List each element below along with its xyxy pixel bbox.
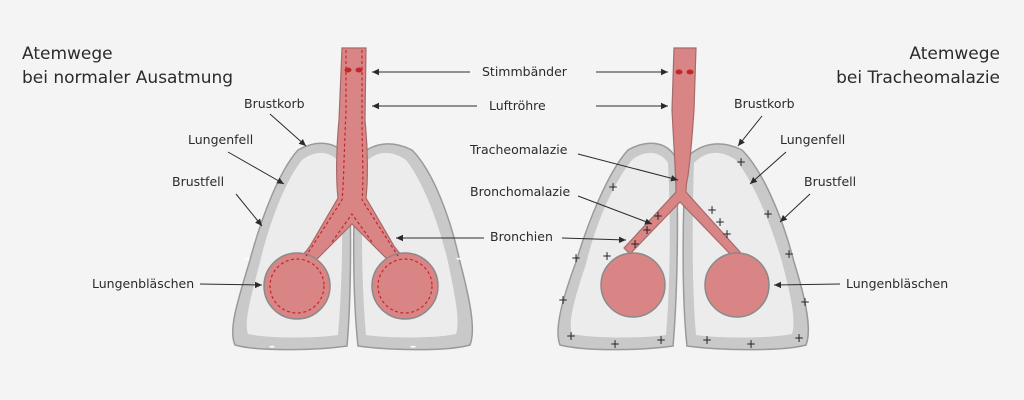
- tracheomalacia-airway-group: + + + + + + + + + + + + + + + + + + + +: [557, 47, 810, 351]
- tm-trachea: [623, 47, 741, 259]
- arrow-tracheomalazie: [577, 153, 679, 182]
- label-brustkorb-right: Brustkorb: [734, 96, 795, 111]
- minus-sign: –: [410, 339, 416, 353]
- title-normal-exhalation: Atemwege bei normaler Ausatmung: [22, 42, 233, 90]
- plus-sign: +: [702, 333, 712, 347]
- normal-airway-group: – – – –: [231, 47, 474, 353]
- right-side-labels: Brustkorb Lungenfell Brustfell Lungenblä…: [734, 96, 948, 291]
- arrow-brustfell-right: [779, 193, 811, 223]
- label-brustkorb-left: Brustkorb: [244, 96, 305, 111]
- plus-sign: +: [722, 227, 732, 241]
- label-lungenfell-right: Lungenfell: [780, 132, 845, 147]
- plus-sign: +: [736, 155, 746, 169]
- plus-sign: +: [610, 337, 620, 351]
- title-left-line2: bei normaler Ausatmung: [22, 68, 234, 88]
- tm-alveolus-left: [600, 252, 666, 318]
- tm-vocal-cord-left: [675, 69, 683, 75]
- normal-vocal-cord-left: [344, 67, 352, 73]
- normal-alveolus-left-dashed: [269, 258, 325, 314]
- label-luftroehre: Luftröhre: [489, 98, 546, 113]
- label-stimmbaender: Stimmbänder: [482, 64, 568, 79]
- arrow-brustkorb-left: [269, 113, 307, 147]
- arrow-brustkorb-right: [737, 115, 763, 147]
- plus-sign: +: [642, 223, 652, 237]
- normal-vocal-cord-right: [355, 67, 363, 73]
- center-labels: Stimmbänder Luftröhre Tracheomalazie Bro…: [372, 64, 679, 244]
- plus-sign: +: [784, 247, 794, 261]
- label-bronchomalazie: Bronchomalazie: [470, 184, 570, 199]
- plus-sign: +: [763, 207, 773, 221]
- plus-sign: +: [794, 331, 804, 345]
- arrow-lungenblaeschen-left: [199, 281, 263, 289]
- plus-sign: +: [800, 295, 810, 309]
- arrow-bronchien-right: [561, 236, 627, 243]
- title-tracheomalacia: Atemwege bei Tracheomalazie: [836, 42, 1000, 90]
- arrow-lungenfell-right: [749, 151, 787, 185]
- tm-vocal-cord-right: [686, 69, 694, 75]
- plus-sign: +: [558, 293, 568, 307]
- normal-airway-dashed-outline-inner: [331, 212, 373, 243]
- minus-sign: –: [269, 339, 275, 353]
- title-right-line1: Atemwege: [909, 44, 1000, 64]
- plus-sign: +: [566, 329, 576, 343]
- arrow-lungenblaeschen-right: [773, 281, 841, 289]
- title-right-line2: bei Tracheomalazie: [836, 68, 1000, 88]
- label-tracheomalazie: Tracheomalazie: [469, 142, 568, 157]
- normal-alveolus-right-dashed: [377, 258, 433, 314]
- left-side-labels: Brustkorb Lungenfell Brustfell Lungenblä…: [92, 96, 307, 291]
- plus-sign: +: [602, 249, 612, 263]
- normal-alveolus-right: [371, 252, 439, 320]
- label-bronchien: Bronchien: [490, 229, 553, 244]
- label-brustfell-left: Brustfell: [172, 174, 224, 189]
- plus-sign: +: [630, 237, 640, 251]
- label-lungenblaeschen-left: Lungenbläschen: [92, 276, 194, 291]
- plus-sign: +: [715, 215, 725, 229]
- plus-sign: +: [653, 209, 663, 223]
- tm-alveolus-right: [704, 252, 770, 318]
- arrow-lungenfell-left: [227, 151, 285, 185]
- plus-sign: +: [707, 203, 717, 217]
- plus-sign: +: [571, 251, 581, 265]
- minus-sign: –: [456, 251, 462, 265]
- normal-airway-dashed-outline-right: [361, 50, 399, 257]
- plus-sign: +: [608, 180, 618, 194]
- label-brustfell-right: Brustfell: [804, 174, 856, 189]
- title-left-line1: Atemwege: [22, 44, 113, 64]
- plus-sign: +: [656, 333, 666, 347]
- arrow-bronchomalazie: [577, 195, 653, 225]
- plus-sign: +: [746, 337, 756, 351]
- minus-sign: –: [244, 251, 250, 265]
- normal-alveolus-left: [263, 252, 331, 320]
- arrow-brustfell-left: [235, 193, 263, 227]
- normal-airway-dashed-outline: [305, 50, 347, 257]
- label-lungenblaeschen-right: Lungenbläschen: [846, 276, 948, 291]
- normal-trachea: [297, 47, 407, 271]
- label-lungenfell-left: Lungenfell: [188, 132, 253, 147]
